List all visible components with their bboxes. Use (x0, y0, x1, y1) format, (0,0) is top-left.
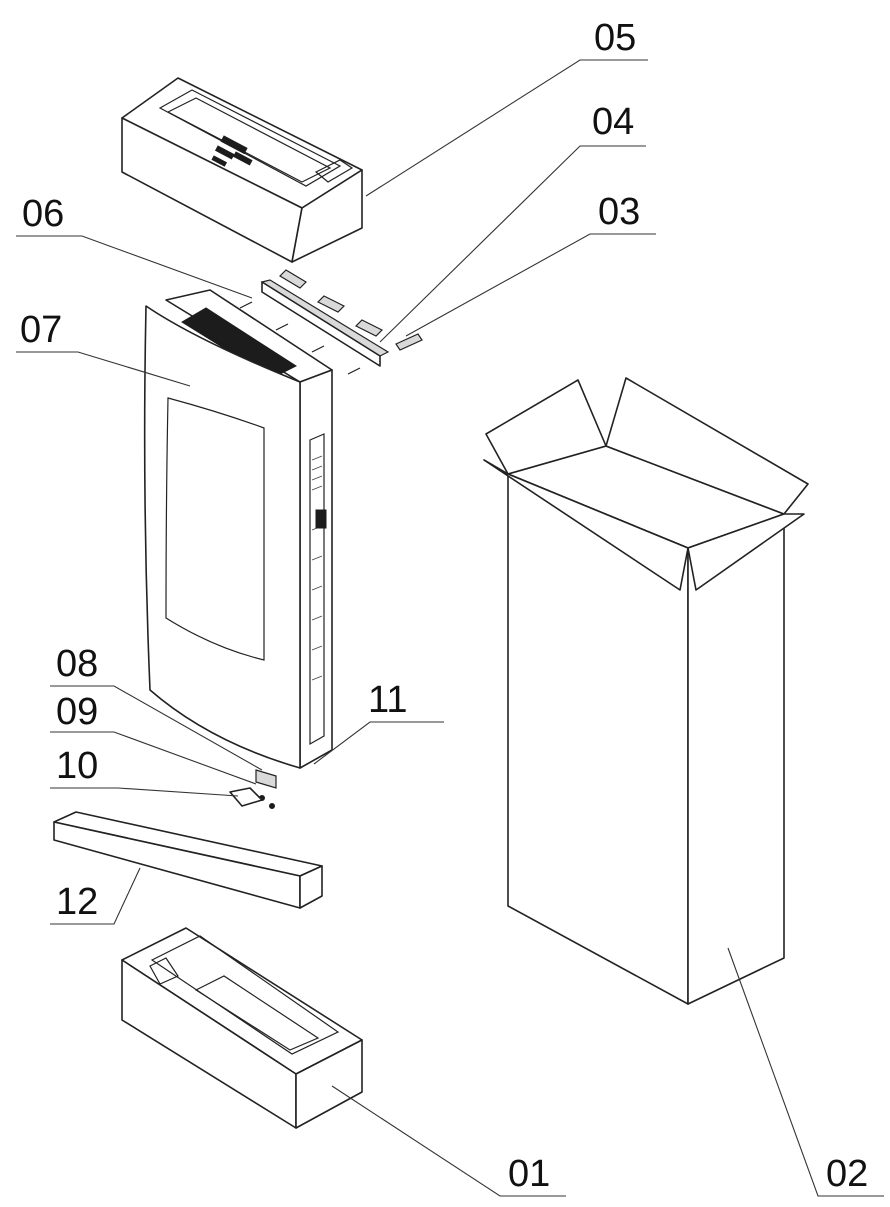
small-bracket (229, 787, 263, 807)
mounting-bracket (260, 279, 390, 367)
callout-09-label: 09 (56, 691, 98, 733)
callout-10-label: 10 (56, 745, 98, 787)
callout-07-label: 07 (20, 309, 62, 351)
callout-05-label: 05 (594, 17, 636, 59)
foam-strip (53, 811, 323, 909)
heater-panel (143, 289, 333, 769)
small-screws (259, 795, 275, 809)
top-packaging-insert (121, 77, 363, 263)
cardboard-box (483, 377, 809, 1005)
callout-02-label: 02 (826, 1153, 868, 1195)
screws (239, 301, 361, 375)
callout-04-label: 04 (592, 101, 634, 143)
wall-plugs (279, 269, 423, 351)
callout-03-label: 03 (598, 191, 640, 233)
callout-06-label: 06 (22, 193, 64, 235)
callout-11-label: 11 (368, 679, 407, 721)
bottom-fixing-bracket (255, 769, 277, 789)
bottom-packaging-insert (121, 927, 363, 1129)
callout-08-label: 08 (56, 643, 98, 685)
callout-01-label: 01 (508, 1153, 550, 1195)
leader-lines (16, 59, 884, 1197)
callout-12-label: 12 (56, 881, 98, 923)
